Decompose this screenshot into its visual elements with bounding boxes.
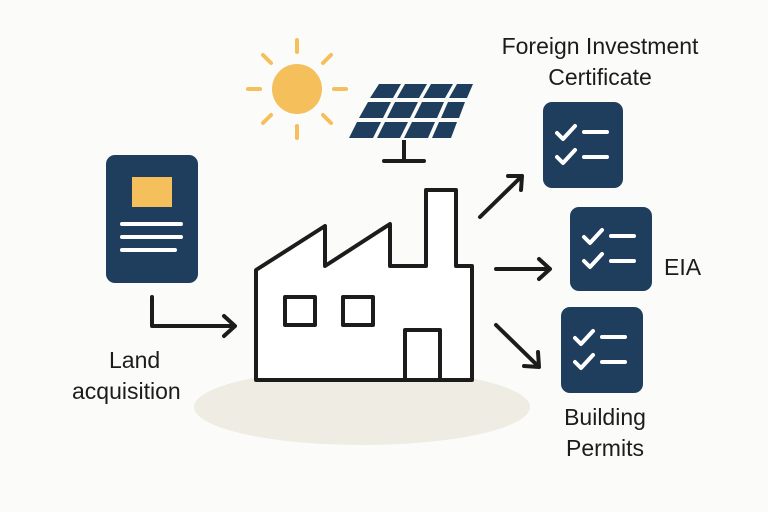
building-permits-label-line-2: Permits — [566, 435, 644, 461]
foreign-investment-label-line-2: Certificate — [548, 64, 652, 90]
sun-icon — [246, 38, 348, 140]
building-permits-label-line-1: Building — [564, 404, 646, 430]
factory-icon — [254, 188, 474, 382]
arrow-factory-to-eia — [494, 257, 552, 281]
land-document-icon — [106, 155, 198, 283]
building-permits-label: Building Permits — [540, 402, 670, 464]
arrow-land-to-factory — [150, 295, 237, 338]
arrow-factory-to-foreign — [478, 174, 524, 219]
land-acquisition-label-line-2: acquisition — [72, 378, 181, 404]
checklist-icon — [561, 307, 643, 393]
solar-panel-icon — [349, 84, 473, 163]
foreign-investment-certificate-label: Foreign Investment Certificate — [470, 31, 730, 93]
land-acquisition-label-line-1: Land — [109, 347, 161, 373]
ground-shadow — [194, 369, 530, 445]
arrow-factory-to-building — [494, 323, 541, 369]
checklist-icon — [570, 207, 652, 291]
foreign-investment-label-line-1: Foreign Investment — [501, 33, 699, 59]
eia-label: EIA — [664, 254, 702, 280]
checklist-icon — [543, 102, 623, 188]
land-acquisition-label: Land acquisition — [72, 345, 222, 407]
